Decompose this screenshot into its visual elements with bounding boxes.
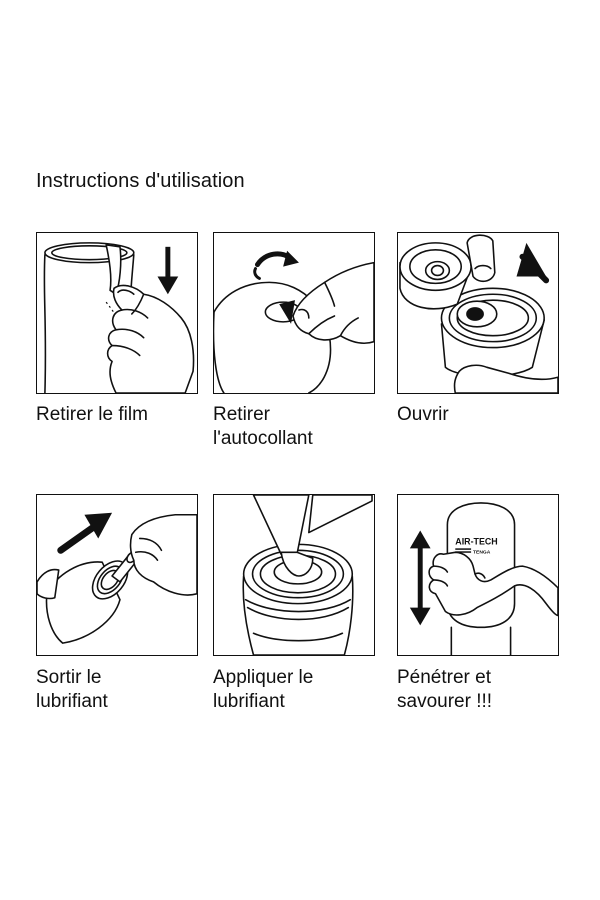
remove-film-illustration [37,233,197,393]
subbrand-logo: TENGA [473,549,491,555]
step-1-caption: Retirer le film [36,403,148,427]
step-2-panel [213,232,375,394]
brand-logo: AIR-TECH [455,536,497,546]
step-4-panel [36,494,198,656]
step-3-panel [397,232,559,394]
take-out-lubricant-illustration [37,495,197,655]
step-1-panel [36,232,198,394]
step-3-caption: Ouvrir [397,403,449,427]
step-5-panel [213,494,375,656]
page-title: Instructions d'utilisation [36,170,245,193]
step-6-panel: AIR-TECH TENGA [397,494,559,656]
step-6-caption: Pénétrer et savourer !!! [397,666,492,714]
remove-sticker-illustration [214,233,374,393]
step-5-caption: Appliquer le lubrifiant [213,666,313,714]
open-cap-illustration [398,233,558,393]
step-4-caption: Sortir le lubrifiant [36,666,108,714]
penetrate-enjoy-illustration: AIR-TECH TENGA [398,495,558,655]
apply-lubricant-illustration [214,495,374,655]
step-2-caption: Retirer l'autocollant [213,403,313,451]
